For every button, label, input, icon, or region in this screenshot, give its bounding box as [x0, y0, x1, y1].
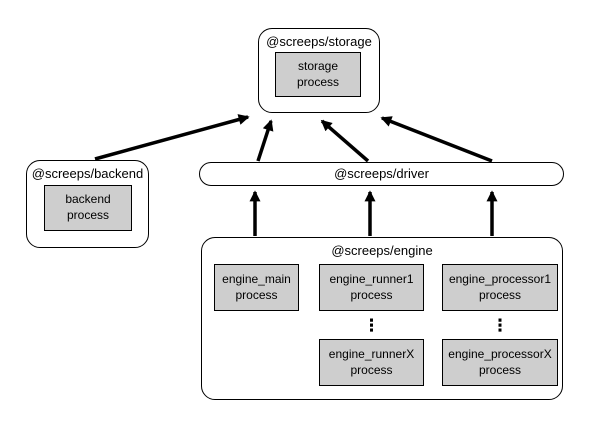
arrow-driver-to-storage-right — [380, 116, 493, 163]
engine-main-process-box: engine_main process — [214, 264, 299, 311]
node-engine: @screeps/engine engine_main process engi… — [201, 237, 563, 400]
engine-processor1-process-box: engine_processor1 process — [442, 264, 558, 311]
runner-ellipsis-icon: ⋮ — [363, 316, 380, 335]
engine-runner1-process-box: engine_runner1 process — [319, 264, 424, 311]
arrow-driver-to-storage-left — [256, 119, 274, 162]
node-backend: @screeps/backend backend process — [26, 160, 149, 248]
arrow-driver-to-storage-mid — [320, 119, 370, 163]
storage-title: @screeps/storage — [266, 34, 372, 49]
node-storage: @screeps/storage storage process — [258, 28, 380, 113]
driver-title: @screeps/driver — [334, 165, 429, 181]
node-driver: @screeps/driver — [199, 162, 564, 186]
engine-processorX-process-box: engine_processorX process — [442, 339, 558, 386]
engine-title: @screeps/engine — [331, 243, 433, 258]
backend-process-box: backend process — [44, 185, 132, 231]
arrow-backend-to-storage — [94, 114, 250, 161]
processor-ellipsis-icon: ⋮ — [491, 316, 509, 335]
engine-runnerX-process-box: engine_runnerX process — [319, 339, 424, 386]
backend-title: @screeps/backend — [31, 166, 144, 181]
storage-process-box: storage process — [275, 52, 361, 97]
